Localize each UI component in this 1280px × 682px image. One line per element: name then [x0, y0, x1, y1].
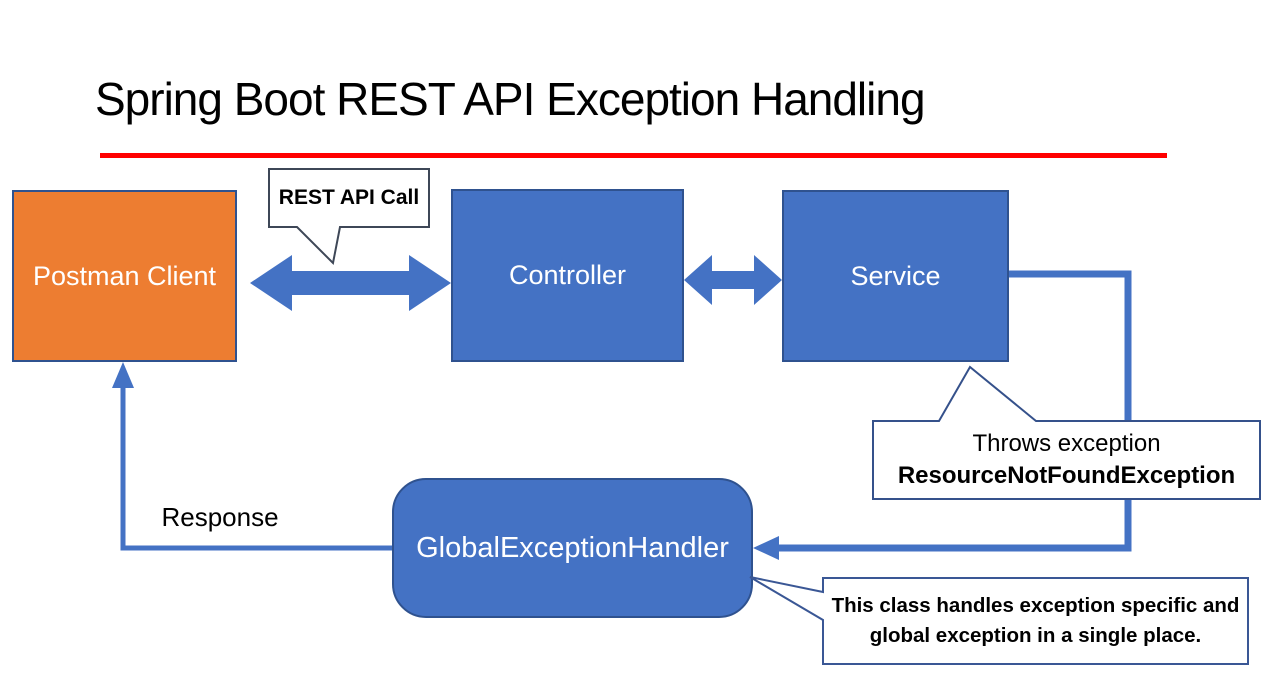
node-postman-client-label: Postman Client [32, 260, 217, 291]
bidirectional-arrow-controller-service-icon [684, 255, 782, 305]
arrowhead-into-postman-icon [112, 362, 134, 388]
arrowhead-into-handler-icon [753, 536, 779, 560]
bidirectional-arrow-postman-controller-icon [250, 255, 451, 311]
node-postman-client: Postman Client [12, 190, 237, 362]
label-response: Response [161, 502, 279, 532]
node-controller: Controller [451, 189, 684, 362]
callout-throws-line1: Throws exception [972, 429, 1161, 457]
callout-handler-note-line2: global exception in a single place. [869, 624, 1202, 647]
page-title: Spring Boot REST API Exception Handling [95, 73, 926, 125]
callout-throws-exception: Throws exception ResourceNotFoundExcepti… [873, 421, 1260, 499]
node-global-exception-handler: GlobalExceptionHandler [392, 478, 753, 618]
callout-rest-api-call-text: REST API Call [278, 186, 420, 209]
callout-rest-api-call: REST API Call [269, 169, 429, 227]
node-service: Service [782, 190, 1009, 362]
callout-handler-note: This class handles exception specific an… [823, 578, 1248, 664]
title-underline [100, 153, 1167, 158]
node-global-exception-handler-label: GlobalExceptionHandler [416, 531, 729, 564]
callout-throws-line2: ResourceNotFoundException [897, 462, 1236, 489]
node-service-label: Service [850, 260, 941, 291]
callout-handler-note-line1: This class handles exception specific an… [831, 594, 1240, 618]
node-controller-label: Controller [508, 260, 627, 290]
